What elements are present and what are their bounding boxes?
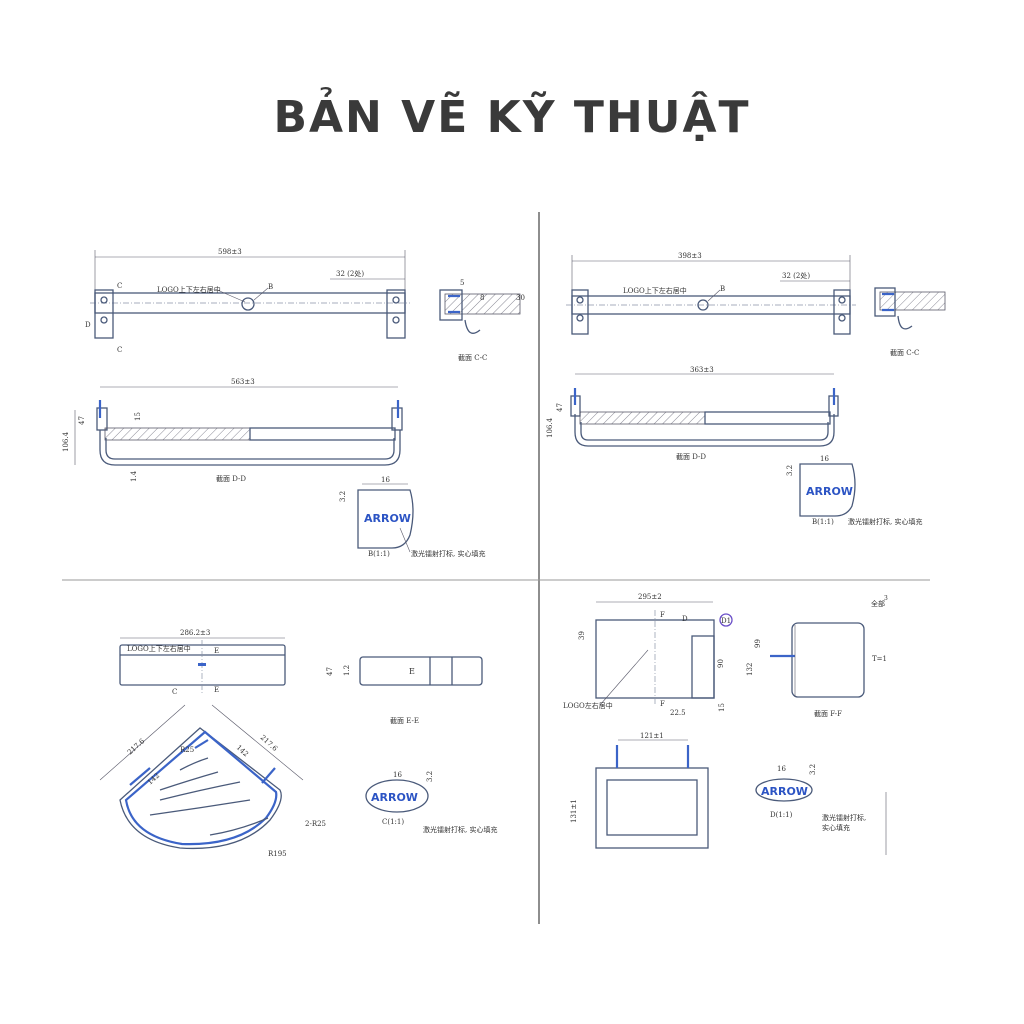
svg-text:47: 47: [556, 403, 564, 412]
page-title: BẢN VẼ KỸ THUẬT: [273, 92, 751, 143]
svg-text:3.2: 3.2: [339, 491, 347, 502]
svg-text:30: 30: [516, 294, 525, 302]
q1-arrow-logo: ARROW: [364, 512, 411, 525]
q2-logo-note: LOGO上下左右居中: [623, 286, 687, 295]
svg-text:E: E: [214, 647, 219, 655]
svg-text:3.2: 3.2: [809, 764, 817, 775]
svg-text:106.4: 106.4: [546, 417, 554, 438]
q1-logo-note: LOGO上下左右居中: [157, 285, 221, 294]
svg-text:E: E: [409, 667, 415, 676]
svg-text:5: 5: [460, 279, 464, 287]
svg-text:15: 15: [134, 412, 142, 421]
svg-text:16: 16: [381, 476, 390, 484]
svg-text:295±2: 295±2: [638, 593, 662, 601]
svg-text:C(1:1): C(1:1): [382, 818, 404, 826]
svg-text:实心填充: 实心填充: [822, 823, 850, 832]
q1-sec-d: D: [85, 321, 91, 329]
q1-top-view: 598±3 32 (2处) B LOGO上下左右居中 C C D: [85, 248, 410, 354]
q3-section-ee: E 47 1.2 截面 E-E: [326, 656, 483, 725]
q2-arrow-logo: ARROW: [806, 485, 853, 498]
svg-text:3.2: 3.2: [786, 465, 794, 476]
q2-dim-total: 398±3: [678, 252, 702, 260]
svg-text:1.2: 1.2: [343, 665, 351, 676]
q2-section-dd: 363±3 106.4 47 截面 D-D: [546, 366, 839, 461]
svg-text:39: 39: [578, 631, 586, 640]
svg-text:F: F: [660, 700, 665, 708]
q1-detail-b-label: B(1:1): [368, 550, 390, 558]
svg-text:15: 15: [718, 703, 726, 712]
svg-text:E: E: [214, 686, 219, 694]
svg-text:99: 99: [754, 639, 762, 648]
svg-text:D1: D1: [721, 617, 731, 625]
q1-section-dd: 563±3 106.4 47 15 1.4 截面 D-D: [62, 378, 403, 483]
svg-text:B(1:1): B(1:1): [812, 518, 834, 526]
q4-section-ff-label: 截面 F-F: [814, 709, 842, 718]
q3-arrow-logo: ARROW: [371, 791, 418, 804]
svg-text:3: 3: [884, 595, 888, 602]
svg-text:D(1:1): D(1:1): [770, 811, 793, 819]
svg-text:286.2±3: 286.2±3: [180, 629, 210, 637]
svg-text:R25: R25: [180, 746, 194, 754]
q3-front-view: 286.2±3 LOGO上下左右居中 E E C: [119, 629, 286, 696]
svg-text:90: 90: [717, 659, 725, 668]
svg-text:363±3: 363±3: [690, 366, 714, 374]
svg-text:D: D: [682, 615, 688, 623]
svg-text:131±1: 131±1: [570, 799, 578, 823]
q4-side-view: 121±1 131±1: [570, 732, 709, 849]
svg-text:LOGO上下左右居中: LOGO上下左右居中: [127, 644, 191, 653]
svg-text:16: 16: [820, 455, 829, 463]
q2-section-cc-label: 截面 C-C: [890, 348, 919, 357]
svg-text:16: 16: [777, 765, 786, 773]
q4-section-ff: 全部 3 99 132 T=1 截面 F-F: [746, 595, 888, 718]
q1-section-dd-label: 截面 D-D: [216, 474, 246, 483]
q2-top-view: 398±3 32 (2处) B LOGO上下左右居中: [566, 252, 856, 335]
svg-text:16: 16: [393, 771, 402, 779]
svg-text:B: B: [720, 285, 725, 293]
svg-text:2-R25: 2-R25: [305, 820, 326, 828]
svg-text:1.4: 1.4: [130, 470, 138, 482]
svg-text:106.4: 106.4: [62, 431, 70, 452]
q1-callout-b: B: [268, 283, 273, 291]
q1-detail-b: 16 3.2 ARROW B(1:1) 激光镭射打标, 实心填充: [339, 476, 485, 558]
q4-laser-note: 激光镭射打标,: [822, 813, 866, 822]
q4-arrow-logo: ARROW: [761, 785, 808, 798]
svg-text:3.2: 3.2: [426, 771, 434, 782]
q1-dim-563: 563±3: [231, 378, 255, 386]
q2-laser-note: 激光镭射打标, 实心填充: [848, 517, 922, 526]
svg-text:217.6: 217.6: [126, 737, 147, 757]
svg-text:217.6: 217.6: [259, 734, 280, 754]
svg-text:8: 8: [480, 294, 484, 302]
q3-section-ee-label: 截面 E-E: [390, 716, 419, 725]
svg-text:C: C: [172, 688, 177, 696]
q4-front-view: 295±2 F F D D1 39 90 22.5 15 LOGO左右居中: [563, 593, 733, 717]
q1-dim-32: 32 (2处): [336, 269, 364, 278]
svg-text:LOGO左右居中: LOGO左右居中: [563, 701, 613, 710]
svg-text:F: F: [660, 611, 665, 619]
svg-text:R195: R195: [268, 850, 287, 858]
q1-sec-c: C: [117, 282, 122, 290]
q2-detail-b: 16 3.2 ARROW B(1:1) 激光镭射打标, 实心填充: [786, 455, 922, 526]
svg-text:132: 132: [746, 663, 754, 676]
q1-laser-note: 激光镭射打标, 实心填充: [411, 549, 485, 558]
svg-text:47: 47: [326, 667, 334, 676]
q3-corner-shelf: 217.6 217.6 142 142 R25 2-R25 R195: [99, 704, 326, 858]
svg-text:全部: 全部: [871, 599, 885, 608]
q2-dim-32: 32 (2处): [782, 271, 810, 280]
svg-text:47: 47: [78, 416, 86, 425]
svg-text:T=1: T=1: [872, 655, 887, 663]
q1-section-cc: 5 8 30 截面 C-C: [439, 279, 525, 362]
svg-text:121±1: 121±1: [640, 732, 664, 740]
q2-section-cc: 截面 C-C: [874, 287, 946, 357]
q2-section-dd-label: 截面 D-D: [676, 452, 706, 461]
svg-text:22.5: 22.5: [670, 709, 686, 717]
q3-laser-note: 激光镭射打标, 实心填充: [423, 825, 497, 834]
q4-detail-d: 16 3.2 ARROW D(1:1) 激光镭射打标, 实心填充: [755, 764, 887, 855]
q1-section-cc-label: 截面 C-C: [458, 353, 487, 362]
q1-dim-total: 598±3: [218, 248, 242, 256]
q3-detail-c: 16 3.2 ARROW C(1:1) 激光镭射打标, 实心填充: [365, 771, 497, 834]
svg-text:C: C: [117, 346, 122, 354]
